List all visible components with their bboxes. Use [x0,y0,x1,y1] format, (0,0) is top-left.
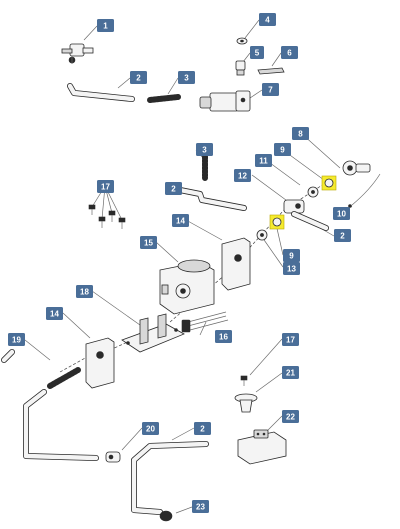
callout-badge: 2 [334,229,351,242]
callout-number: 7 [268,86,273,95]
callout-badge: 14 [172,214,189,227]
callout-number: 2 [136,74,141,83]
part-8-fitting [342,160,371,176]
part-5-nozzle [235,60,246,76]
part-15-motor [159,259,215,315]
callout-badge: 9 [274,143,291,156]
callout-number: 17 [101,183,110,192]
callout-badge: 19 [8,333,25,346]
callout-number: 1 [103,22,108,31]
part-16-wire-harness [181,311,229,333]
part-13-washer [256,229,268,241]
part-21-knob [234,393,258,413]
callout-number: 6 [287,49,292,58]
part-2-tube-bottom [131,441,209,515]
callout-number: 2 [340,232,345,241]
callout-number: 14 [50,310,59,319]
part-14-bracket-right [221,237,251,291]
callout-badge: 5 [250,46,264,59]
callout-number: 23 [196,503,205,512]
callout-badge: 2 [165,182,182,195]
callout-number: 19 [12,336,21,345]
callout-number: 12 [238,172,247,181]
callout-badge: 6 [281,46,298,59]
callout-number: 18 [80,288,89,297]
callout-badge: 18 [76,285,93,298]
callout-badge: 22 [282,410,299,423]
callout-badge: 10 [333,207,350,220]
part-19-spring [47,367,81,389]
callout-number: 17 [286,336,295,345]
part-22-sensor [237,429,287,465]
callout-badge: 12 [234,169,251,182]
part-4-washer [236,37,248,45]
part-2-tube-stub-left [1,349,15,363]
callout-badge: 16 [215,330,232,343]
part-11-washer [307,186,319,198]
part-18-base-plate [121,313,185,353]
callout-number: 13 [287,265,296,274]
part-20-elbow [105,451,121,463]
callout-badge: 20 [142,422,159,435]
callout-number: 2 [200,425,205,434]
callout-number: 16 [219,333,228,342]
callout-badge: 7 [262,83,279,96]
part-1-bracket-pin [61,43,94,64]
callout-badges: 1 2 3 4 5 6 7 3 8 9 11 12 17 2 10 14 2 9… [8,13,351,513]
callout-badge: 14 [46,307,63,320]
callout-badge: 17 [97,180,114,193]
part-17-screw-right [240,375,248,386]
part-2-tube-straight [291,211,329,231]
callout-number: 2 [171,185,176,194]
callout-number: 4 [265,16,270,25]
callout-number: 14 [176,217,185,226]
callout-number: 10 [337,210,346,219]
callout-badge: 1 [97,19,114,32]
callout-number: 5 [255,49,260,58]
callout-badge: 3 [178,71,195,84]
callout-badge: 17 [282,333,299,346]
callout-number: 15 [144,239,153,248]
part-9-oring-highlighted-upper [321,175,337,191]
callout-number: 9 [280,146,285,155]
callout-badge: 9 [283,249,300,262]
part-2-tube-middle [177,187,247,211]
callout-badge: 11 [255,154,272,167]
part-9-oring-highlighted-lower [269,214,285,230]
callout-number: 22 [286,413,295,422]
callout-badge: 23 [192,500,209,513]
callout-badge: 3 [196,143,213,156]
part-23-cap [159,510,173,522]
part-2-tube-top [67,83,135,102]
callout-badge: 4 [259,13,276,26]
callout-number: 8 [298,130,303,139]
callout-number: 9 [289,252,294,261]
callout-badge: 2 [130,71,147,84]
callout-number: 3 [202,146,207,155]
part-6-plate [257,67,285,75]
callout-badge: 13 [283,262,300,275]
callout-number: 21 [286,369,295,378]
callout-number: 3 [184,74,189,83]
part-14-bracket-left [85,337,115,389]
part-7-valve-block [199,90,251,112]
callout-number: 11 [259,157,268,166]
callout-number: 20 [146,425,155,434]
callout-badge: 15 [140,236,157,249]
part-2-tube-left [23,389,99,461]
callout-badge: 2 [194,422,211,435]
callout-badge: 8 [292,127,309,140]
part-3-spring-top [147,94,181,103]
part-10-wire-probe [348,173,381,208]
part-17-screws-top [88,204,126,229]
callout-badge: 21 [282,366,299,379]
